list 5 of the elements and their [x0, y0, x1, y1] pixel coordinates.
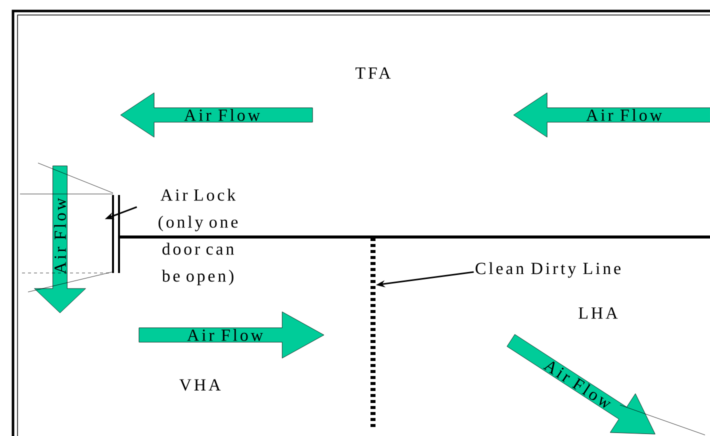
area-label: LHA — [578, 307, 618, 319]
callout-text: Air Lock (only one door can be open) — [158, 188, 238, 286]
area-label: VHA — [179, 379, 221, 391]
area-label: TFA — [356, 67, 391, 79]
callout-text: Clean Dirty Line — [476, 262, 620, 278]
